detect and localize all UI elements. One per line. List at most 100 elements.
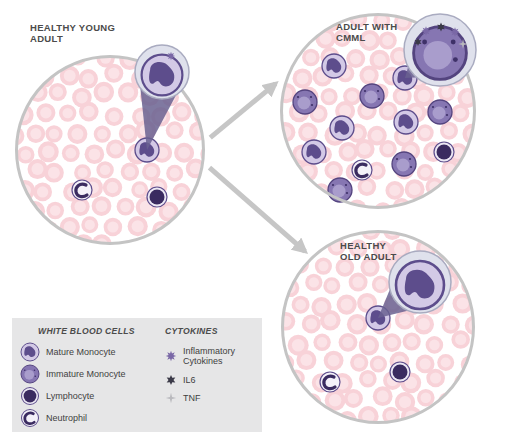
red-blood-cell — [311, 0, 331, 12]
magnifier-lens — [404, 14, 476, 86]
legend-icon — [22, 388, 39, 405]
red-blood-cell — [198, 67, 218, 87]
red-blood-cell — [510, 45, 520, 65]
red-blood-cell — [495, 181, 516, 202]
magnified-cell — [142, 55, 183, 96]
red-blood-cell — [85, 145, 105, 165]
red-blood-cell — [17, 298, 35, 316]
red-blood-cell — [385, 0, 404, 11]
red-blood-cell — [46, 202, 64, 220]
red-blood-cell — [451, 330, 470, 349]
red-blood-cell — [517, 218, 520, 237]
red-blood-cell — [94, 82, 115, 103]
red-blood-cell — [473, 333, 492, 352]
red-blood-cell — [106, 139, 125, 158]
legend-label: Lymphocyte — [46, 391, 146, 401]
cytokine — [458, 39, 467, 48]
red-blood-cell — [244, 30, 262, 48]
red-blood-cell — [206, 88, 223, 105]
red-blood-cell — [269, 68, 287, 86]
red-blood-cell — [504, 8, 520, 28]
legend-label: Immature Monocyte — [46, 369, 146, 379]
red-blood-cell — [223, 69, 242, 88]
red-blood-cell — [219, 216, 237, 234]
transition-arrow — [210, 84, 275, 138]
red-blood-cell — [288, 180, 309, 201]
circle-border — [282, 15, 475, 208]
red-blood-cell — [0, 7, 18, 26]
red-blood-cell — [184, 7, 204, 27]
red-blood-cell — [117, 198, 135, 216]
legend-icon — [166, 351, 176, 361]
red-blood-cell — [229, 12, 247, 30]
red-blood-cell — [172, 102, 191, 121]
red-blood-cell — [474, 145, 492, 163]
red-blood-cell — [315, 258, 332, 275]
red-blood-cell — [477, 103, 496, 122]
magnified-cell — [414, 27, 467, 80]
cytokine — [450, 27, 459, 36]
white-blood-cell — [302, 140, 326, 164]
red-blood-cell — [84, 0, 104, 12]
red-blood-cell — [487, 236, 507, 256]
red-blood-cell — [36, 103, 55, 122]
red-blood-cell — [517, 253, 520, 273]
red-blood-cell — [496, 27, 516, 47]
red-blood-cell — [38, 141, 59, 162]
red-blood-cell — [450, 178, 469, 197]
legend-icon — [21, 343, 39, 361]
red-blood-cell — [497, 297, 517, 317]
red-blood-cell — [486, 48, 504, 66]
red-blood-cell — [163, 273, 183, 293]
red-blood-cell — [0, 217, 8, 235]
red-blood-cell — [325, 161, 343, 179]
red-blood-cell — [121, 163, 139, 181]
red-blood-cell — [485, 350, 504, 369]
legend-icon — [22, 410, 39, 427]
red-blood-cell — [231, 124, 251, 144]
red-blood-cell — [431, 218, 451, 238]
red-blood-cell — [454, 0, 471, 6]
cytokine — [421, 26, 430, 35]
red-blood-cell — [202, 294, 219, 311]
red-blood-cell — [356, 0, 376, 7]
red-blood-cell — [359, 370, 377, 388]
red-blood-cell — [518, 296, 520, 315]
red-blood-cell — [62, 144, 80, 162]
red-blood-cell — [495, 335, 512, 352]
red-blood-cell — [461, 391, 480, 410]
red-blood-cell — [67, 124, 87, 144]
red-blood-cell — [323, 277, 340, 294]
red-blood-cell — [292, 296, 310, 314]
red-blood-cell — [269, 371, 287, 389]
red-blood-cell — [499, 105, 519, 125]
red-blood-cell — [2, 277, 23, 298]
red-blood-cell — [172, 257, 192, 277]
red-blood-cell — [411, 199, 432, 220]
red-blood-cell — [265, 184, 282, 201]
red-blood-cell — [437, 354, 454, 371]
red-blood-cell — [298, 432, 316, 438]
red-blood-cell — [474, 410, 494, 430]
red-blood-cell — [518, 406, 520, 423]
red-blood-cell — [46, 50, 66, 70]
red-blood-cell — [274, 201, 294, 221]
red-blood-cell — [507, 201, 520, 222]
cytokine — [167, 52, 175, 60]
red-blood-cell — [59, 292, 77, 310]
red-blood-cell — [406, 0, 426, 10]
red-blood-cell — [0, 291, 9, 310]
red-blood-cell — [349, 273, 368, 292]
red-blood-cell — [0, 260, 6, 278]
red-blood-cell — [222, 0, 240, 5]
red-blood-cell — [498, 406, 518, 426]
red-blood-cell — [132, 32, 150, 50]
red-blood-cell — [452, 409, 469, 426]
red-blood-cell — [13, 68, 33, 88]
red-blood-cell — [175, 294, 193, 312]
red-blood-cell — [200, 220, 218, 238]
red-blood-cell — [417, 425, 437, 438]
red-blood-cell — [430, 0, 450, 8]
